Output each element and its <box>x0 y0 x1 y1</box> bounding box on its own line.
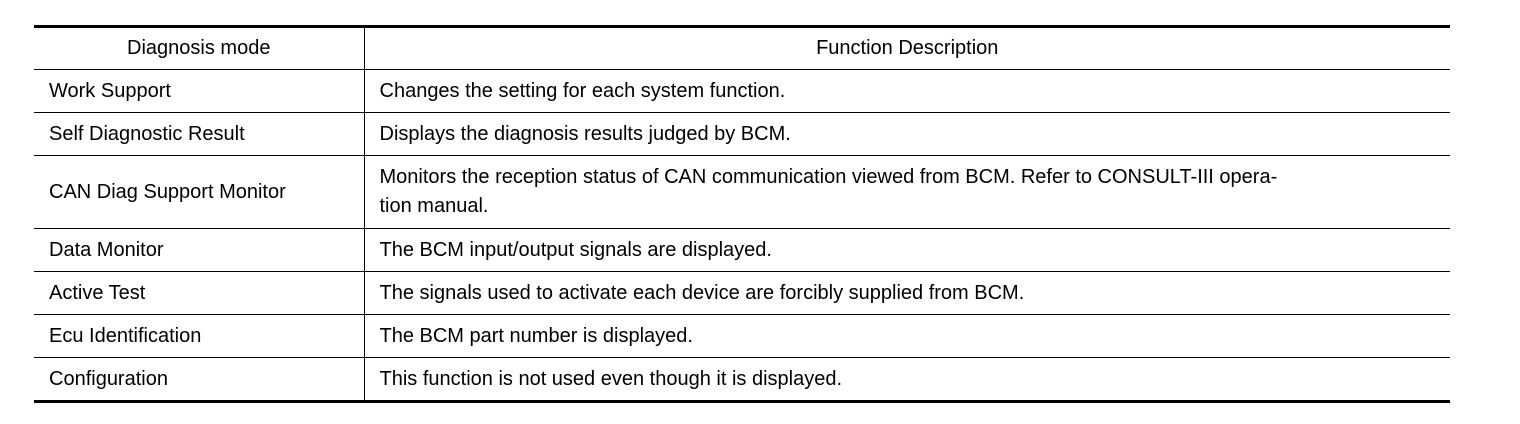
description-line-1: Monitors the reception status of CAN com… <box>379 166 1278 188</box>
cell-description: The BCM part number is displayed. <box>364 314 1450 358</box>
header-diagnosis-mode: Diagnosis mode <box>34 26 365 70</box>
cell-description: This function is not used even though it… <box>364 357 1450 402</box>
table-row: Self Diagnostic Result Displays the diag… <box>34 112 1450 156</box>
cell-description: The signals used to activate each device… <box>364 271 1450 315</box>
header-function-description: Function Description <box>364 26 1450 70</box>
cell-description: Changes the setting for each system func… <box>364 69 1450 113</box>
cell-description: Displays the diagnosis results judged by… <box>364 112 1450 156</box>
table-row: CAN Diag Support Monitor Monitors the re… <box>34 155 1450 229</box>
table-row: Work Support Changes the setting for eac… <box>34 69 1450 113</box>
table-header-row: Diagnosis mode Function Description <box>34 26 1450 70</box>
description-line-2: tion manual. <box>379 195 489 217</box>
cell-mode: CAN Diag Support Monitor <box>34 155 365 229</box>
table-row: Ecu Identification The BCM part number i… <box>34 314 1450 358</box>
diagnosis-mode-table: Diagnosis mode Function Description Work… <box>34 25 1450 403</box>
cell-mode: Ecu Identification <box>34 314 365 358</box>
cell-description: Monitors the reception status of CAN com… <box>364 155 1450 229</box>
cell-mode: Active Test <box>34 271 365 315</box>
diagnosis-mode-table-container: Diagnosis mode Function Description Work… <box>34 25 1450 403</box>
cell-mode: Work Support <box>34 69 365 113</box>
cell-description: The BCM input/output signals are display… <box>364 228 1450 272</box>
table-row: Data Monitor The BCM input/output signal… <box>34 228 1450 272</box>
cell-mode: Configuration <box>34 357 365 402</box>
table-row: Configuration This function is not used … <box>34 357 1450 402</box>
cell-mode: Data Monitor <box>34 228 365 272</box>
cell-mode: Self Diagnostic Result <box>34 112 365 156</box>
table-row: Active Test The signals used to activate… <box>34 271 1450 315</box>
